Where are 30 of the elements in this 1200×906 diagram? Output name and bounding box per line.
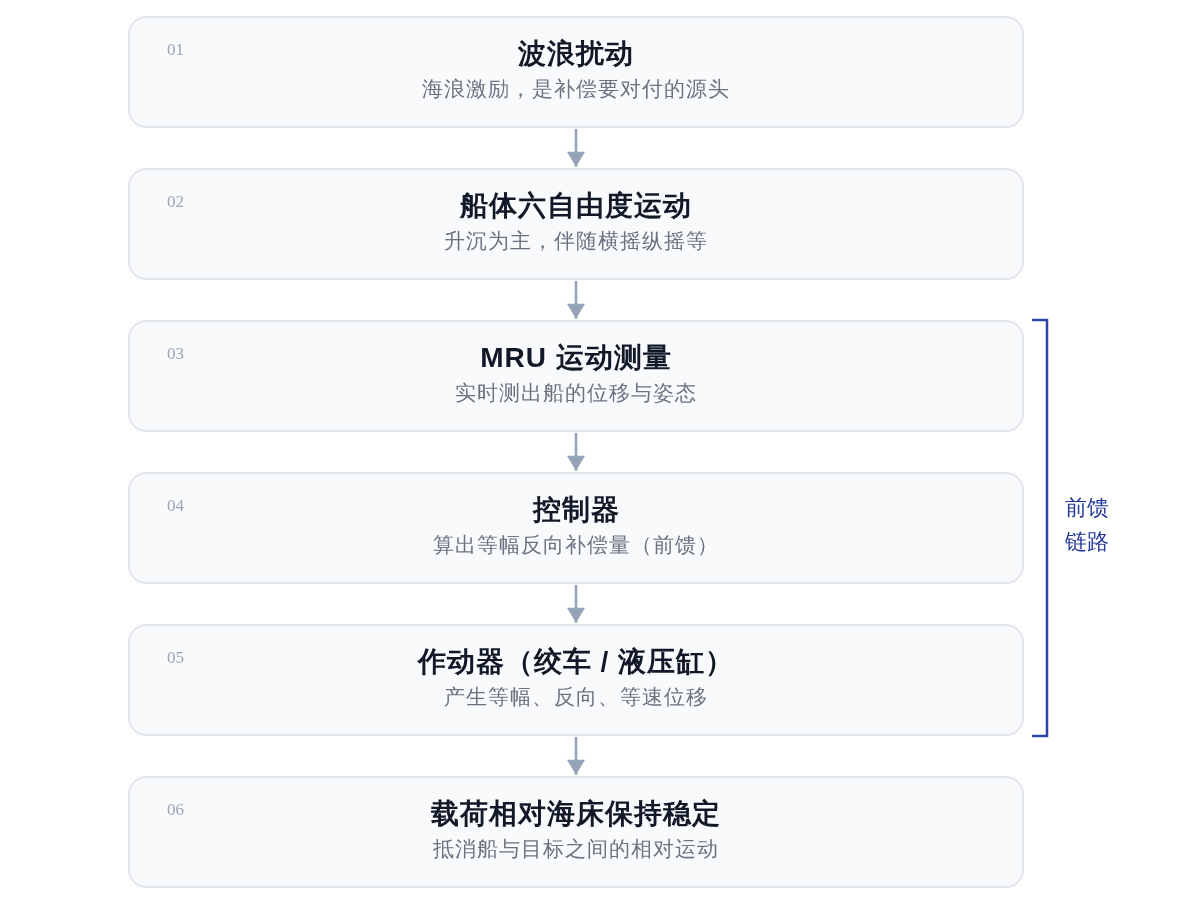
arrow xyxy=(567,433,585,471)
step-number: 02 xyxy=(167,191,184,213)
arrow xyxy=(567,281,585,319)
arrow xyxy=(567,737,585,775)
step-description: 升沉为主，伴随横摇纵摇等 xyxy=(444,228,708,254)
step-title: 波浪扰动 xyxy=(518,37,634,71)
process-box xyxy=(128,624,1024,736)
step-description: 抵消船与目标之间的相对运动 xyxy=(433,836,719,862)
arrow xyxy=(567,585,585,623)
step-description: 算出等幅反向补偿量（前馈） xyxy=(433,532,719,558)
step-description: 海浪激励，是补偿要对付的源头 xyxy=(422,76,730,102)
step-number: 05 xyxy=(167,647,184,669)
step-title: 控制器 xyxy=(532,493,620,527)
process-box xyxy=(128,168,1024,280)
step-title: 载荷相对海床保持稳定 xyxy=(431,797,721,831)
bracket-label: 前馈链路 xyxy=(1065,494,1109,556)
step-title: 船体六自由度运动 xyxy=(460,189,692,223)
step-description: 实时测出船的位移与姿态 xyxy=(455,380,697,406)
step-number: 03 xyxy=(167,343,184,365)
step-number: 06 xyxy=(167,799,184,821)
step-number: 01 xyxy=(167,39,184,61)
arrow xyxy=(567,129,585,167)
process-box xyxy=(128,776,1024,888)
step-description: 产生等幅、反向、等速位移 xyxy=(444,684,708,710)
process-box xyxy=(128,472,1024,584)
step-title: 作动器（绞车 / 液压缸） xyxy=(417,645,735,679)
step-number: 04 xyxy=(167,495,184,517)
process-box xyxy=(128,320,1024,432)
step-title: MRU 运动测量 xyxy=(480,341,672,375)
process-box xyxy=(128,16,1024,128)
